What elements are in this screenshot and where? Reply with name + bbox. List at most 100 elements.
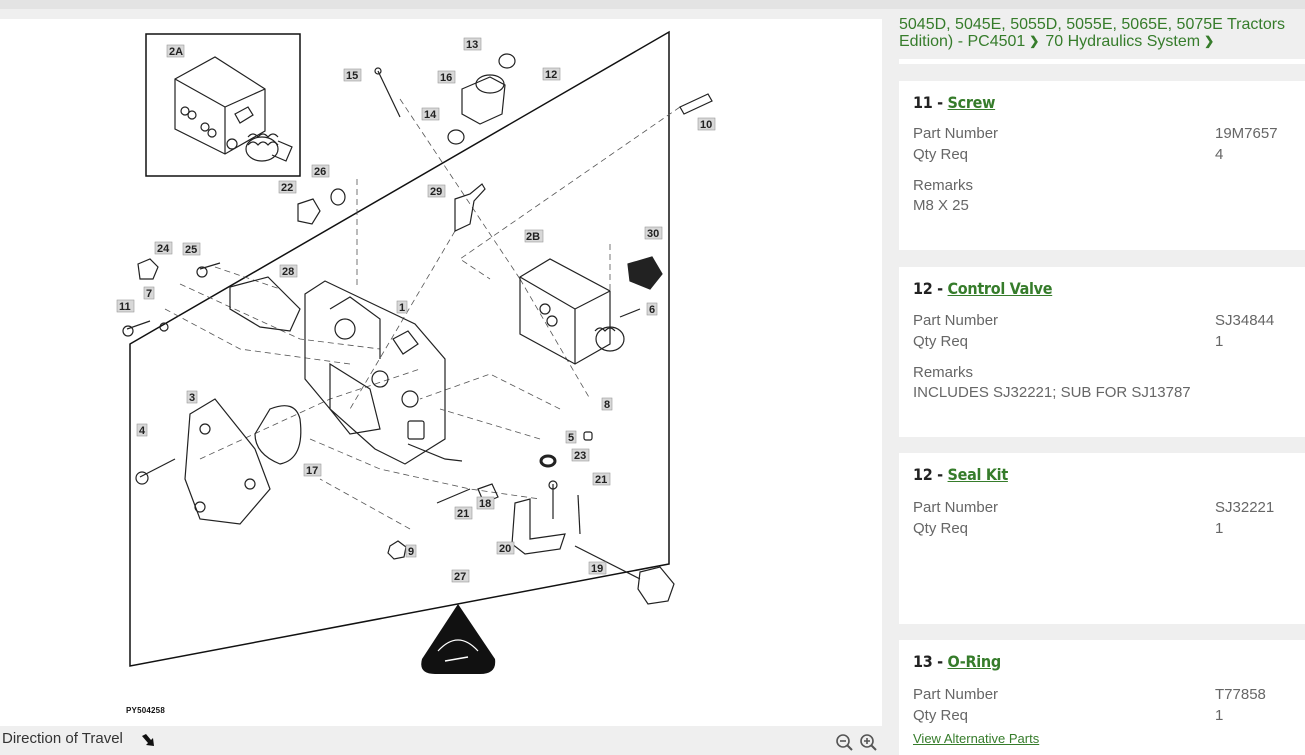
part-number-label: Part Number [913,499,999,516]
part-name-link[interactable]: O-Ring [947,652,1002,671]
svg-text:2A: 2A [169,46,183,58]
inset-frame [145,33,301,177]
callout-6: 6 [646,302,658,316]
svg-text:2B: 2B [526,231,540,243]
callout-5: 5 [565,430,577,444]
part-title: 13 - O-Ring [913,652,1001,671]
zoom-in-icon[interactable] [859,733,879,753]
callout-20: 20 [496,541,515,555]
callout-3: 3 [186,390,198,404]
callout-27: 27 [451,569,470,583]
svg-text:11: 11 [119,301,131,313]
svg-text:13: 13 [466,39,478,51]
remarks-label: Remarks [913,177,974,194]
part-name-link[interactable]: Control Valve [947,279,1053,298]
direction-of-travel-label: Direction of Travel [2,730,123,747]
callout-2b: 2B [524,229,544,243]
main-valve-body-drawing [304,280,463,465]
part-number-label: Part Number [913,125,999,142]
svg-text:6: 6 [649,304,655,316]
part-number-value: T77858 [1215,686,1266,703]
part-ref: 12 - [913,279,943,298]
part-name-link[interactable]: Screw [947,93,996,112]
exploded-parts-diagram[interactable]: 2A 13 15 16 12 14 10 26 22 29 24 25 28 2… [0,19,882,726]
svg-text:18: 18 [479,498,491,510]
callout-23: 23 [571,448,590,462]
part-card: 12 - Seal Kit Part Number SJ32221 Qty Re… [899,453,1305,624]
view-alternative-parts-link[interactable]: View Alternative Parts [913,731,1040,746]
diagram-footer: Direction of Travel [0,726,882,755]
part-card: 12 - Control Valve Part Number SJ34844 Q… [899,267,1305,437]
svg-text:29: 29 [430,186,442,198]
svg-text:16: 16 [440,72,452,84]
callout-12: 12 [542,67,561,81]
callout-18: 18 [476,496,495,510]
callout-15: 15 [343,68,362,82]
chevron-right-icon: ❯ [1204,34,1215,48]
callout-4: 4 [136,423,148,437]
qty-value: 1 [1215,520,1224,537]
svg-text:17: 17 [306,465,318,477]
part-title: 12 - Control Valve [913,279,1053,298]
callout-19: 19 [588,561,607,575]
part-title: 11 - Screw [913,93,995,112]
qty-label: Qty Req [913,333,969,350]
svg-text:21: 21 [595,474,607,486]
callout-16: 16 [437,70,456,84]
svg-text:30: 30 [647,228,659,240]
svg-text:27: 27 [454,571,466,583]
guide-lines [164,98,681,530]
callout-30: 30 [644,226,663,240]
callout-2a: 2A [166,44,185,58]
svg-text:14: 14 [424,109,437,121]
part-ref: 11 - [913,93,943,112]
parts-list-panel: 5045D, 5045E, 5055D, 5055E, 5065E, 5075E… [882,9,1305,755]
svg-text:22: 22 [281,182,293,194]
callout-29: 29 [427,184,446,198]
divider [899,59,1305,64]
callout-9: 9 [405,544,417,558]
top-bar [0,0,1305,9]
breadcrumb-catalog-link[interactable]: 5045D, 5045E, 5055D, 5055E, 5065E, 5075E… [899,16,1286,33]
callout-25: 25 [182,242,201,256]
part-ref: 12 - [913,465,943,484]
svg-text:10: 10 [700,119,712,131]
parts-diagram-panel: 2A 13 15 16 12 14 10 26 22 29 24 25 28 2… [0,19,882,726]
svg-text:19: 19 [591,563,603,575]
svg-text:7: 7 [146,288,152,300]
svg-text:21: 21 [457,508,469,520]
svg-text:28: 28 [282,266,294,278]
breadcrumb-catalog-link-cont[interactable]: Edition) - PC4501 [899,33,1026,50]
part-number-value: SJ34844 [1215,312,1275,329]
breadcrumb-hydraulics-link[interactable]: 70 Hydraulics System [1045,33,1201,50]
qty-label: Qty Req [913,520,969,537]
callout-28: 28 [279,264,298,278]
valve-section-2a-drawing [174,56,293,162]
part-number-value: 19M7657 [1215,125,1278,142]
remarks-value: INCLUDES SJ32221; SUB FOR SJ13787 [913,384,1191,401]
svg-text:15: 15 [346,70,358,82]
breadcrumb: 5045D, 5045E, 5055D, 5055E, 5065E, 5075E… [899,16,1305,51]
svg-text:9: 9 [408,546,414,558]
callout-17: 17 [303,463,322,477]
part-card: 11 - Screw Part Number 19M7657 Qty Req 4… [899,81,1305,250]
svg-text:3: 3 [189,392,195,404]
callout-1: 1 [396,300,408,314]
remarks-value: M8 X 25 [913,197,969,214]
zoom-out-icon[interactable] [835,733,855,753]
callout-21-right: 21 [592,472,611,486]
part-ref: 13 - [913,652,943,671]
decal-27-drawing [421,604,496,674]
svg-text:23: 23 [574,450,586,462]
callout-11: 11 [116,299,135,313]
illustration-code: PY504258 [126,706,165,715]
svg-text:1: 1 [399,302,405,314]
qty-value: 4 [1215,146,1224,163]
qty-label: Qty Req [913,146,969,163]
callout-10: 10 [697,117,716,131]
qty-value: 1 [1215,333,1224,350]
svg-text:20: 20 [499,543,511,555]
callout-8: 8 [601,397,613,411]
qty-label: Qty Req [913,707,969,724]
part-name-link[interactable]: Seal Kit [947,465,1009,484]
